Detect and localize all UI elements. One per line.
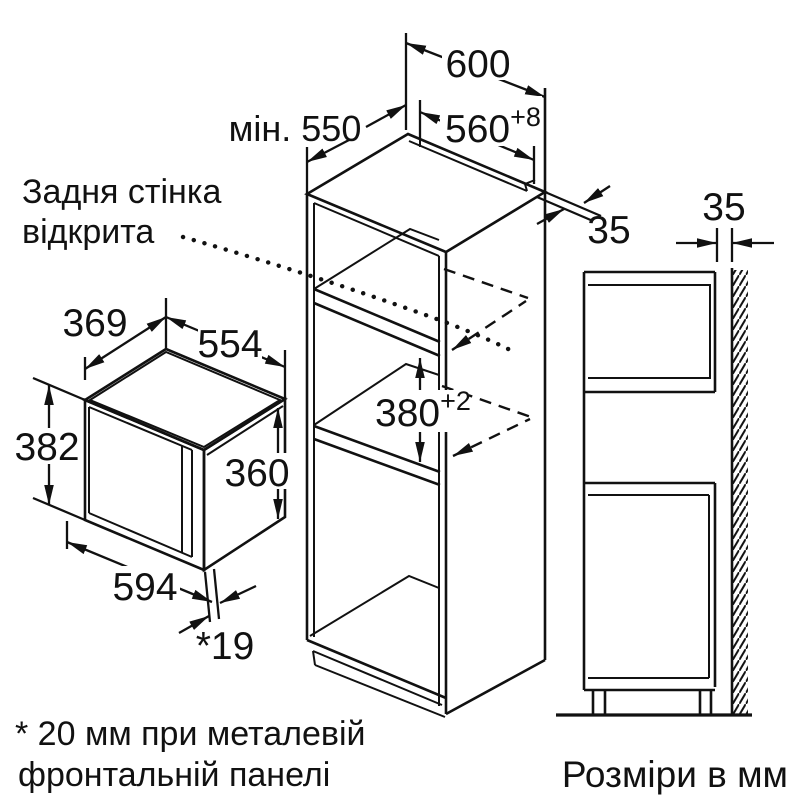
- back-wall-note-line1: Задня стінка: [22, 173, 221, 211]
- units-note: Розміри в мм: [562, 754, 788, 795]
- dim-appliance-height-label: 382: [14, 426, 79, 469]
- dim-wall-gap-label: 35: [702, 186, 745, 229]
- dim-niche-width-label: 560+8: [445, 102, 541, 151]
- cabinet-side-view-drawing: [556, 268, 752, 717]
- footnote-line2: фронтальній панелі: [18, 756, 330, 794]
- tall-cabinet-isometric-drawing: [304, 88, 548, 718]
- wall-hatching: [732, 270, 748, 715]
- dim-rear-clearance-label: 35: [587, 209, 630, 252]
- dim-appliance-width-label: 554: [197, 323, 262, 366]
- footnote-line1: * 20 мм при металевій: [15, 715, 366, 753]
- dim-front-panel-thickness-label: *19: [196, 625, 255, 668]
- dim-niche-height-label: 380+2: [375, 386, 471, 435]
- dim-cabinet-depth-min-label: мін. 550: [229, 108, 362, 149]
- back-wall-note-line2: відкрита: [22, 213, 154, 251]
- dim-appliance-depth-label: 369: [62, 302, 127, 345]
- dim-cabinet-width-label: 600: [445, 43, 510, 86]
- dim-door-height-label: 360: [224, 452, 289, 495]
- dim-front-panel-width-label: 594: [112, 566, 177, 609]
- labels: Задня стінка відкрита мін. 550 600 560+8…: [14, 43, 788, 795]
- open-back-leader: [180, 234, 515, 354]
- dimension-annotations: [16, 33, 774, 635]
